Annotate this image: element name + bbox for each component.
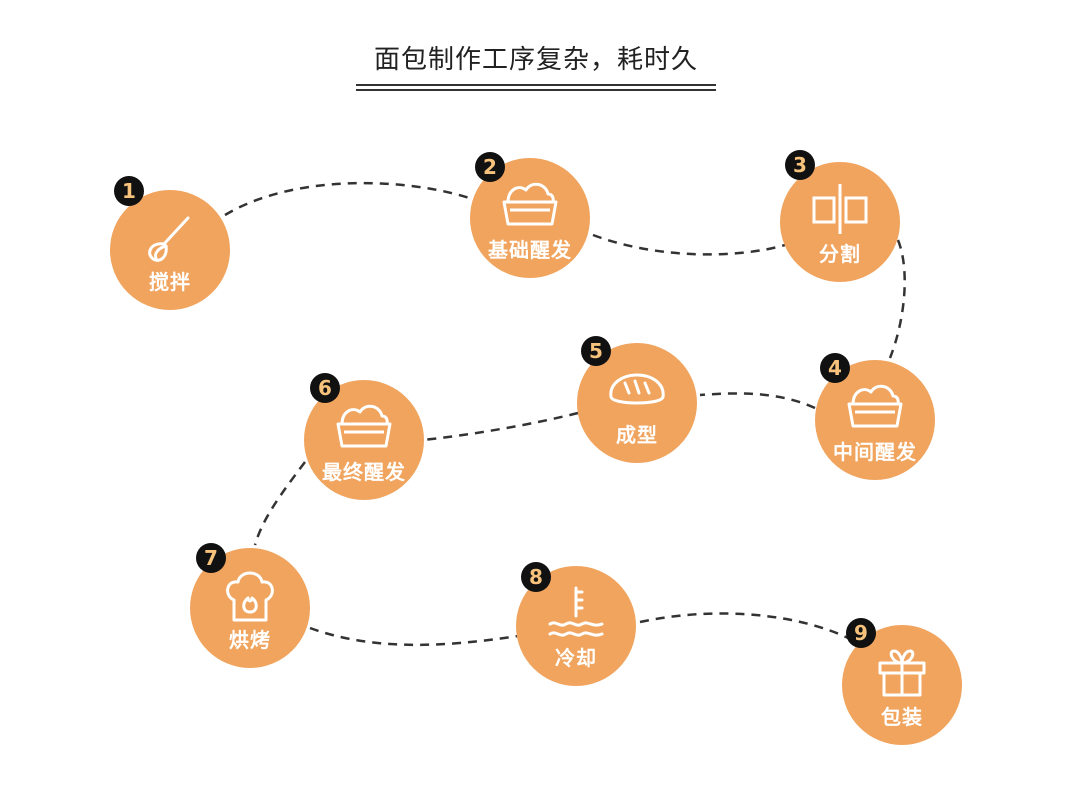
step-8-badge: 8 bbox=[521, 562, 551, 592]
step-8-label: 冷却 bbox=[555, 646, 597, 670]
thermometer-cool-icon bbox=[548, 586, 604, 637]
step-6-circle: 最终醒发 bbox=[304, 380, 424, 500]
step-6-label: 最终醒发 bbox=[322, 460, 406, 484]
step-1-label: 搅拌 bbox=[149, 270, 191, 294]
gift-box-icon bbox=[878, 649, 926, 697]
oven-fire-icon bbox=[226, 571, 274, 622]
step-5-label: 成型 bbox=[616, 423, 658, 447]
step-7-label: 烘烤 bbox=[229, 628, 271, 652]
step-2-label: 基础醒发 bbox=[488, 238, 572, 262]
step-8-circle: 冷却 bbox=[516, 566, 636, 686]
title-underline bbox=[356, 84, 716, 86]
title-block: 面包制作工序复杂，耗时久 bbox=[356, 38, 716, 91]
page-title: 面包制作工序复杂，耗时久 bbox=[373, 45, 698, 75]
step-3-badge: 3 bbox=[785, 150, 815, 180]
dough-basket-icon bbox=[847, 384, 903, 428]
step-9-badge: 9 bbox=[846, 618, 876, 648]
step-9-label: 包装 bbox=[881, 705, 923, 729]
dough-basket-icon bbox=[336, 404, 392, 448]
step-7-badge: 7 bbox=[196, 543, 226, 573]
title-underline-double bbox=[356, 89, 716, 91]
step-5-badge: 5 bbox=[581, 336, 611, 366]
divide-icon bbox=[812, 184, 868, 234]
step-4-label: 中间醒发 bbox=[833, 440, 917, 464]
step-1-badge: 1 bbox=[114, 176, 144, 206]
step-3-label: 分割 bbox=[819, 242, 861, 266]
bread-loaf-icon bbox=[609, 373, 665, 405]
step-6-badge: 6 bbox=[310, 373, 340, 403]
step-1-circle: 搅拌 bbox=[110, 190, 230, 310]
dough-basket-icon bbox=[502, 182, 558, 226]
whisk-icon bbox=[148, 216, 190, 262]
step-2-badge: 2 bbox=[475, 152, 505, 182]
step-4-badge: 4 bbox=[820, 353, 850, 383]
step-2-circle: 基础醒发 bbox=[470, 158, 590, 278]
step-3-circle: 分割 bbox=[780, 162, 900, 282]
